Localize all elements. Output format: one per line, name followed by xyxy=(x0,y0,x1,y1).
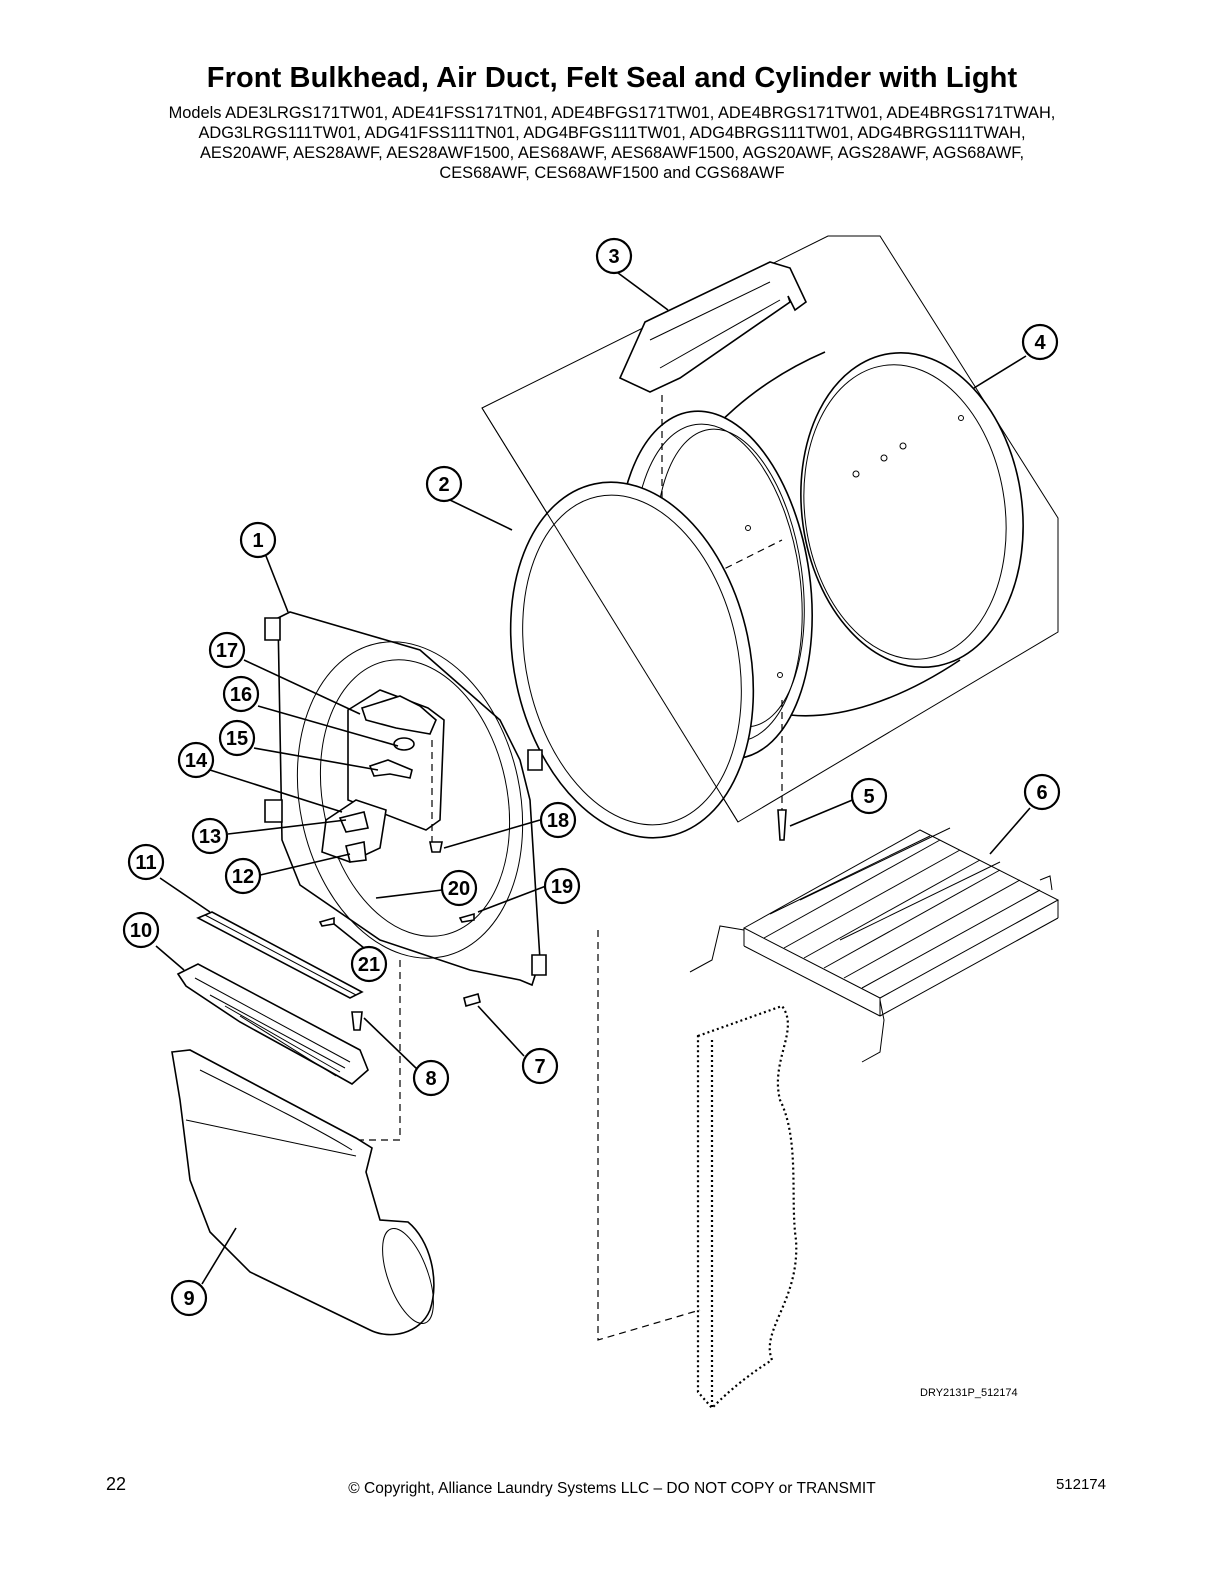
svg-text:4: 4 xyxy=(1034,332,1046,354)
screw-18 xyxy=(429,841,443,853)
air-duct xyxy=(171,1049,435,1336)
callout-12: 12 xyxy=(224,857,262,895)
svg-text:18: 18 xyxy=(547,810,569,832)
callout-20: 20 xyxy=(440,869,478,907)
svg-text:9: 9 xyxy=(183,1288,194,1310)
callout-9: 9 xyxy=(170,1279,208,1317)
svg-text:15: 15 xyxy=(226,728,248,750)
svg-text:2: 2 xyxy=(438,474,449,496)
svg-text:14: 14 xyxy=(185,750,208,772)
light-lens xyxy=(368,759,413,779)
callout-6: 6 xyxy=(1023,773,1061,811)
callout-21: 21 xyxy=(350,945,388,983)
model-list: Models ADE3LRGS171TW01, ADE41FSS171TN01,… xyxy=(60,103,1164,183)
svg-text:7: 7 xyxy=(534,1056,545,1078)
svg-text:11: 11 xyxy=(135,852,156,874)
callout-17: 17 xyxy=(208,631,246,669)
callout-11: 11 xyxy=(127,843,165,881)
light-bulb xyxy=(393,737,415,751)
svg-text:12: 12 xyxy=(232,866,254,888)
model-line: CES68AWF, CES68AWF1500 and CGS68AWF xyxy=(439,164,785,182)
callout-14: 14 xyxy=(177,741,215,779)
svg-text:16: 16 xyxy=(230,684,252,706)
svg-text:17: 17 xyxy=(216,640,238,662)
svg-text:19: 19 xyxy=(551,876,573,898)
document-number: 512174 xyxy=(1055,1476,1106,1493)
drying-rack xyxy=(689,827,1060,1063)
callout-13: 13 xyxy=(191,817,229,855)
screw-19 xyxy=(458,912,475,923)
switch-bracket xyxy=(345,841,367,863)
callout-15: 15 xyxy=(218,719,256,757)
diagram-code: DRY2131P_512174 xyxy=(920,1387,1018,1399)
page-number: 22 xyxy=(106,1474,127,1494)
callout-3: 3 xyxy=(595,237,633,275)
callout-7: 7 xyxy=(521,1047,559,1085)
screw-5 xyxy=(777,809,787,841)
callout-1: 1 xyxy=(239,521,277,559)
screw-8 xyxy=(351,1011,363,1031)
svg-text:6: 6 xyxy=(1036,782,1047,804)
svg-text:5: 5 xyxy=(863,786,874,808)
callout-18: 18 xyxy=(539,801,577,839)
callout-2: 2 xyxy=(425,465,463,503)
screw-7 xyxy=(463,993,481,1007)
svg-text:3: 3 xyxy=(608,246,619,268)
baffle xyxy=(618,261,808,393)
svg-text:20: 20 xyxy=(448,878,470,900)
switch xyxy=(338,811,369,833)
model-line: ADG3LRGS111TW01, ADG41FSS111TN01, ADG4BF… xyxy=(198,124,1026,142)
callout-19: 19 xyxy=(543,867,581,905)
callout-16: 16 xyxy=(222,675,260,713)
svg-text:10: 10 xyxy=(130,920,152,942)
copyright-notice: © Copyright, Alliance Laundry Systems LL… xyxy=(348,1480,876,1497)
model-line: Models ADE3LRGS171TW01, ADE41FSS171TN01,… xyxy=(168,104,1056,122)
callout-10: 10 xyxy=(122,911,160,949)
callout-5: 5 xyxy=(850,777,888,815)
callout-8: 8 xyxy=(412,1059,450,1097)
callout-4: 4 xyxy=(1021,323,1059,361)
model-line: AES20AWF, AES28AWF, AES28AWF1500, AES68A… xyxy=(199,144,1025,162)
page-title: Front Bulkhead, Air Duct, Felt Seal and … xyxy=(206,62,1018,94)
svg-text:21: 21 xyxy=(358,954,380,976)
svg-text:8: 8 xyxy=(425,1068,436,1090)
svg-text:13: 13 xyxy=(199,826,221,848)
screw-21 xyxy=(318,916,335,927)
svg-text:1: 1 xyxy=(252,530,263,552)
